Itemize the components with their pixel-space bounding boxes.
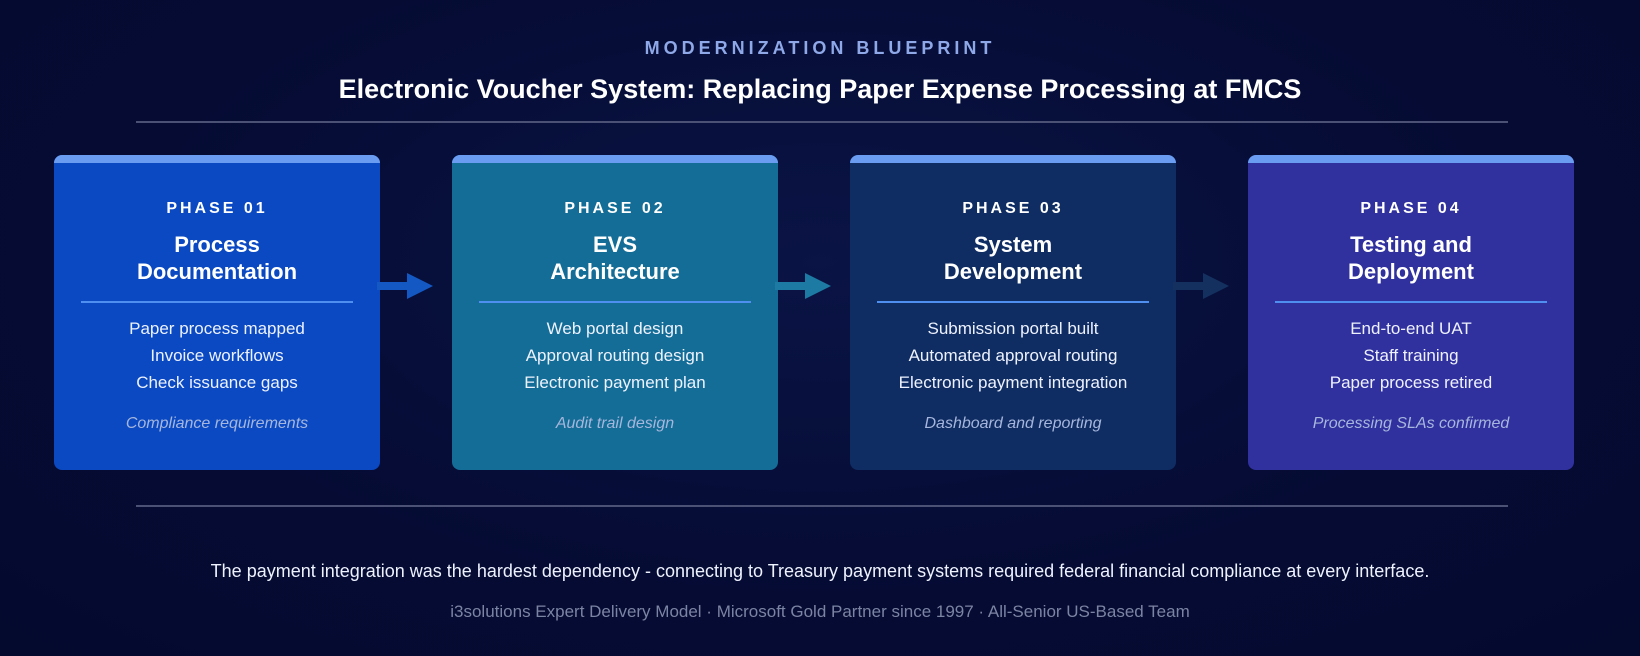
phase-title-line: Testing and (1350, 232, 1472, 257)
phase-title-line: EVS (592, 232, 638, 257)
phase-divider (81, 301, 353, 303)
phase-card-1: PHASE 01 Process Documentation Paper pro… (54, 155, 380, 470)
phase-label: PHASE 01 (166, 200, 268, 217)
list-item: End-to-end UAT (1350, 319, 1472, 338)
phase-card-4: PHASE 04 Testing and Deployment End-to-e… (1248, 155, 1574, 470)
phase-item-list: End-to-end UAT Staff training Paper proc… (1256, 315, 1566, 396)
phase-title-line: Documentation (136, 259, 298, 284)
list-item: Paper process retired (1329, 373, 1493, 392)
page-title: Electronic Voucher System: Replacing Pap… (338, 74, 1302, 104)
phase-title-line: Process (174, 232, 260, 257)
arrow-right-icon (377, 273, 433, 299)
list-item: Electronic payment plan (524, 373, 706, 392)
phase-item-list: Web portal design Approval routing desig… (460, 315, 770, 396)
list-item: Web portal design (546, 319, 684, 338)
phase-card-cap (54, 155, 380, 163)
phase-divider (479, 301, 751, 303)
phase-card-cap (1248, 155, 1574, 163)
eyebrow-label: MODERNIZATION BLUEPRINT (644, 38, 996, 58)
phase-divider (877, 301, 1149, 303)
phase-title-line: Architecture (550, 259, 680, 284)
phase-title-line: Deployment (1348, 259, 1474, 284)
phase-item-list: Submission portal built Automated approv… (858, 315, 1168, 396)
phase-title-line: System (973, 232, 1053, 257)
phase-title: EVS Architecture (462, 231, 768, 285)
phase-title: System Development (860, 231, 1166, 285)
phase-note: Dashboard and reporting (924, 415, 1102, 432)
phase-card-cap (850, 155, 1176, 163)
phase-card-2: PHASE 02 EVS Architecture Web portal des… (452, 155, 778, 470)
top-divider (136, 121, 1508, 123)
phase-title: Testing and Deployment (1258, 231, 1564, 285)
arrow-right-icon (775, 273, 831, 299)
phase-title: Process Documentation (64, 231, 370, 285)
list-item: Automated approval routing (908, 346, 1118, 365)
list-item: Submission portal built (927, 319, 1099, 338)
bottom-divider (136, 505, 1508, 507)
list-item: Invoice workflows (150, 346, 284, 365)
phase-label: PHASE 04 (1360, 200, 1462, 217)
phase-divider (1275, 301, 1547, 303)
list-item: Approval routing design (525, 346, 705, 365)
list-item: Check issuance gaps (136, 373, 298, 392)
credit-text: i3solutions Expert Delivery Model · Micr… (450, 602, 1190, 621)
phase-card-3: PHASE 03 System Development Submission p… (850, 155, 1176, 470)
phase-note: Audit trail design (555, 415, 675, 432)
arrow-right-icon (1173, 273, 1229, 299)
insight-text: The payment integration was the hardest … (210, 561, 1430, 581)
list-item: Paper process mapped (129, 319, 305, 338)
phase-note: Processing SLAs confirmed (1312, 415, 1510, 432)
list-item: Staff training (1363, 346, 1459, 365)
list-item: Electronic payment integration (898, 373, 1128, 392)
phase-note: Compliance requirements (125, 415, 309, 432)
phase-label: PHASE 02 (564, 200, 666, 217)
phase-card-cap (452, 155, 778, 163)
phase-label: PHASE 03 (962, 200, 1064, 217)
phase-title-line: Development (943, 259, 1083, 284)
phase-item-list: Paper process mapped Invoice workflows C… (62, 315, 372, 396)
